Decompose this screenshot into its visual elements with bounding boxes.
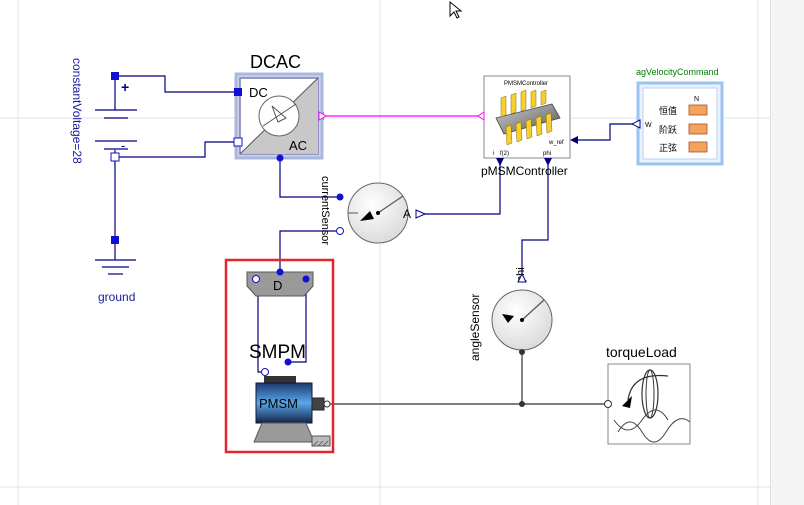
velocity-command[interactable]: agVelocityCommand N W 恒值 阶跃 正弦 [630,67,724,166]
angle-sensor-label: angleSensor [468,294,482,361]
torque-load[interactable]: torqueLoad [604,344,691,445]
smpm-title: SMPM [249,342,306,363]
dcac-dc-port-label: DC [249,85,268,100]
right-scrollbar[interactable] [770,0,804,505]
controller-port-idq-label: f(2) [500,151,509,157]
velocity-row-sine-label: 正弦 [659,142,677,154]
angle-sensor[interactable]: phi angleSensor [468,267,553,361]
battery-minus-sign: - [121,138,125,153]
controller-wref-port[interactable] [570,136,578,144]
smpm-port-c[interactable] [302,275,310,283]
controller-label: pMSMController [481,164,568,178]
velocity-command-label: agVelocityCommand [636,67,719,77]
dcac-control-input[interactable] [318,111,328,121]
shaft-line [326,350,606,405]
current-sensor[interactable]: A currentSensor [319,176,427,245]
smpm-motor-port-a[interactable] [261,368,269,376]
velocity-command-header: N [694,96,699,103]
battery-plus-port[interactable] [111,72,119,80]
dcac-title: DCAC [250,52,301,72]
torque-load-label: torqueLoad [606,344,677,360]
pmsm-motor-label: PMSM [259,396,298,411]
smpm-group[interactable]: D SMPM PMSM [224,258,335,454]
angle-sensor-flange[interactable] [519,349,525,355]
smpm-motor-port-b[interactable] [284,358,292,366]
signal-wires [420,123,640,276]
current-sensor-positive-port[interactable] [336,193,344,201]
current-sensor-label: currentSensor [319,176,331,245]
velocity-command-output-port[interactable] [630,119,641,129]
velocity-row-sine-button[interactable] [688,141,708,153]
pmsm-motor-body[interactable] [255,382,313,424]
velocity-row-constant-button[interactable] [688,104,708,116]
current-sensor-glyph: A [403,207,411,221]
controller-inner-title: PMSMController [504,81,548,87]
ground-port[interactable] [111,236,119,244]
dcac-ac-port[interactable] [276,154,284,162]
velocity-row-step-label: 阶跃 [659,124,677,136]
velocity-row-constant-label: 恒值 [659,105,677,117]
battery-plus-sign: + [121,79,129,95]
battery-minus-port[interactable] [110,152,120,162]
smpm-port-a[interactable] [252,275,260,283]
torque-load-flange[interactable] [604,400,612,408]
ground[interactable]: ground [95,236,136,304]
smpm-highlight-frame [224,258,335,454]
controller-port-phi-label: phi [543,151,551,157]
smpm-terminal-box[interactable] [246,271,314,297]
controller-port-i-label: i [493,151,494,157]
shaft-junction [519,401,525,407]
dcac-dc-minus-port[interactable] [233,137,243,147]
pmsm-shaft-port[interactable] [323,400,331,408]
controller-output-port[interactable] [477,111,485,121]
constant-voltage-source[interactable]: + - constantVoltage=28 [70,58,137,164]
current-sensor-negative-port[interactable] [336,227,344,235]
controller-port-wref-label: w_ref [548,140,564,146]
controller-i-port[interactable] [496,158,504,166]
smpm-d-label: D [273,278,282,293]
dcac-ac-port-label: AC [289,138,307,153]
mouse-cursor-icon [449,0,463,19]
current-sensor-output-port[interactable] [415,209,427,219]
smpm-port-b[interactable] [276,268,284,276]
constant-voltage-label: constantVoltage=28 [70,58,84,164]
ground-label: ground [98,290,135,304]
dcac-inverter[interactable]: DCAC DC AC [233,52,328,162]
velocity-row-step-button[interactable] [688,123,708,135]
angle-sensor-output-port[interactable] [517,272,527,283]
pmsm-controller[interactable]: PMSMController i f(2) phi w_ref pMSMCont… [477,75,578,178]
electrical-wires [114,75,338,373]
controller-phi-port[interactable] [544,158,552,166]
dcac-dc-plus-port[interactable] [234,88,242,96]
velocity-command-port-label: W [645,122,652,129]
